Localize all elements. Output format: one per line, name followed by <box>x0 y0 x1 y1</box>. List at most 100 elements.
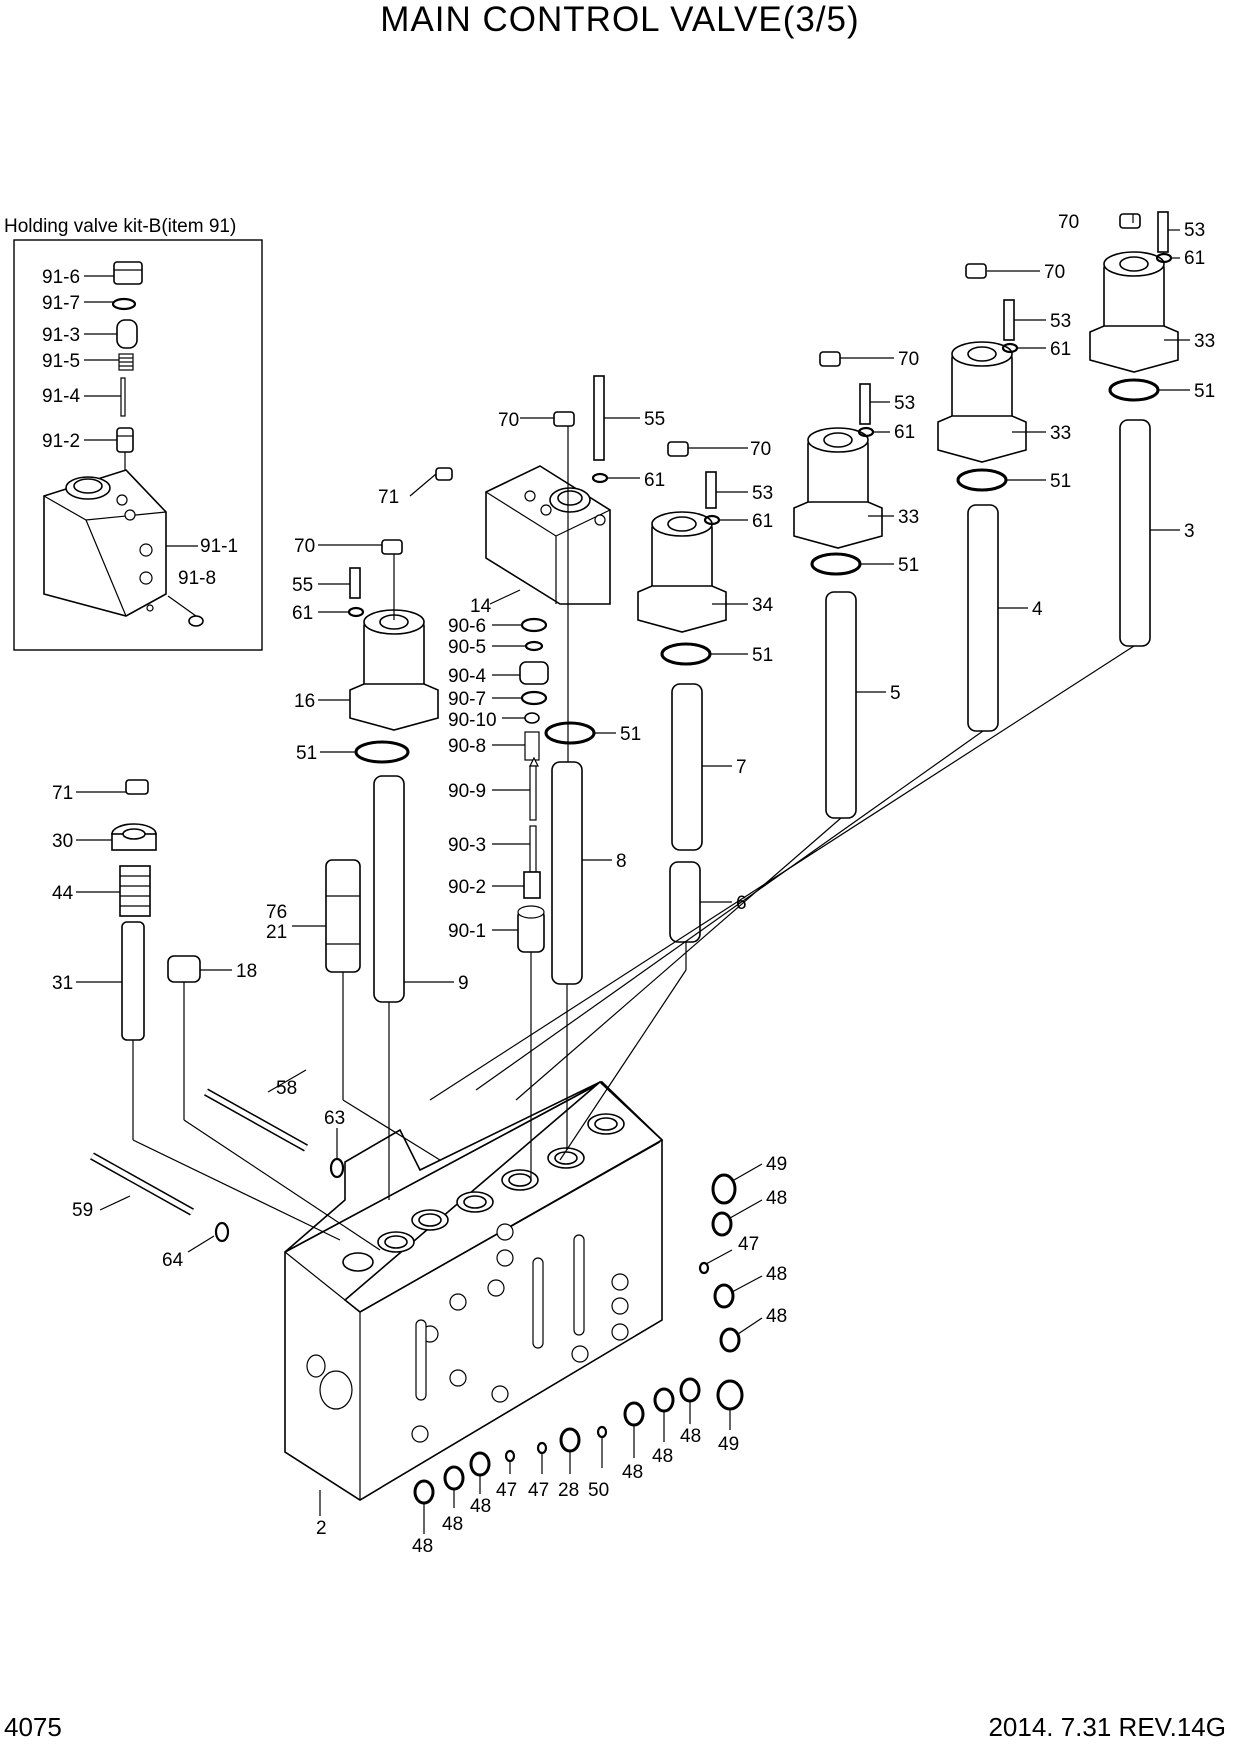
callout-33-c: 33 <box>898 507 919 528</box>
callout-47-c: 47 <box>496 1480 517 1501</box>
relief-valve-76-icon <box>325 859 361 973</box>
callout-70-d: 70 <box>750 439 771 460</box>
callout-31: 31 <box>52 973 73 994</box>
plug-18-icon <box>167 955 201 983</box>
holding-valve-block-icon <box>43 469 167 617</box>
callout-90-7: 90-7 <box>448 689 486 710</box>
callout-90-8: 90-8 <box>448 736 486 757</box>
callout-33-b: 33 <box>1050 423 1071 444</box>
callout-91-4: 91-4 <box>42 386 80 407</box>
spring-icon <box>118 353 134 371</box>
callout-61-e: 61 <box>644 470 665 491</box>
holding-valve-90-parts <box>517 617 549 953</box>
callout-70-c: 70 <box>898 349 919 370</box>
callout-51-e: 51 <box>620 724 641 745</box>
small-plug-icon <box>188 615 204 627</box>
callout-70-b: 70 <box>1044 262 1065 283</box>
callout-51-d: 51 <box>752 645 773 666</box>
callout-51-a: 51 <box>1194 381 1215 402</box>
spool-6-icon <box>669 861 701 943</box>
callout-48-g: 48 <box>470 1496 491 1517</box>
page-title: MAIN CONTROL VALVE(3/5) <box>380 0 860 39</box>
callout-90-2: 90-2 <box>448 877 486 898</box>
callout-48-e: 48 <box>652 1446 673 1467</box>
valve-body-icon <box>284 1080 664 1501</box>
callout-64: 64 <box>162 1250 184 1271</box>
spool-9-icon <box>373 775 405 1003</box>
callout-61-f: 61 <box>292 603 313 624</box>
kit-title: Holding valve kit-B(item 91) <box>4 216 236 237</box>
poppet-icon <box>116 319 138 349</box>
callout-18: 18 <box>236 961 257 982</box>
callout-90-9: 90-9 <box>448 781 486 802</box>
leader-lines <box>76 214 1190 1534</box>
pin-icon <box>120 377 126 417</box>
spool-7-icon <box>671 683 703 851</box>
callout-91-5: 91-5 <box>42 351 80 372</box>
callout-9: 9 <box>458 973 469 994</box>
spool-cap-33a-icon <box>793 427 883 549</box>
callout-70-e: 70 <box>498 410 519 431</box>
callout-48-h: 48 <box>442 1514 463 1535</box>
callout-90-1: 90-1 <box>448 921 486 942</box>
spool-cap-16-icon <box>349 609 439 731</box>
callout-90-3: 90-3 <box>448 835 486 856</box>
callout-91-6: 91-6 <box>42 267 80 288</box>
callout-16: 16 <box>294 691 315 712</box>
callout-47-a: 47 <box>738 1234 759 1255</box>
callout-2: 2 <box>316 1518 327 1539</box>
callout-labels: 90-6 90-5 90-4 90-7 90-10 90-8 90-9 90-3… <box>52 212 1215 1557</box>
callout-48-c: 48 <box>766 1306 787 1327</box>
callout-59: 59 <box>72 1200 93 1221</box>
holding-plug-icon <box>113 261 143 285</box>
callout-91-3: 91-3 <box>42 325 80 346</box>
callout-53-c: 53 <box>894 393 915 414</box>
callout-4: 4 <box>1032 599 1043 620</box>
callout-7: 7 <box>736 757 747 778</box>
callout-48-a: 48 <box>766 1188 787 1209</box>
washer-icons <box>347 252 1173 618</box>
callout-48-f: 48 <box>622 1462 643 1483</box>
tie-bolt-icons <box>90 1088 345 1243</box>
spool-3-icon <box>1119 419 1151 647</box>
callout-14: 14 <box>470 596 492 617</box>
plug-70-icons <box>125 213 1141 795</box>
spool-8-icon <box>551 761 583 985</box>
callout-47-b: 47 <box>528 1480 549 1501</box>
callout-50: 50 <box>588 1480 609 1501</box>
spool-icons <box>373 419 1151 1003</box>
callout-44: 44 <box>52 883 74 904</box>
callout-55-b: 55 <box>292 575 313 596</box>
callout-3: 3 <box>1184 521 1195 542</box>
plug-icon <box>116 427 134 453</box>
callout-6: 6 <box>736 893 747 914</box>
callout-91-1: 91-1 <box>200 536 238 557</box>
callout-51-b: 51 <box>1050 471 1071 492</box>
callout-91-2: 91-2 <box>42 431 80 452</box>
spring-44-icon <box>119 865 151 917</box>
page-number: 4075 <box>4 1712 62 1742</box>
callout-71-b: 71 <box>378 487 399 508</box>
callout-53-d: 53 <box>752 483 773 504</box>
callout-63: 63 <box>324 1108 345 1129</box>
port-seal-icons <box>413 1173 744 1505</box>
callout-90-5: 90-5 <box>448 637 486 658</box>
piston-31-icon <box>121 921 145 1041</box>
callout-48-d: 48 <box>680 1426 701 1447</box>
spool-5-icon <box>825 591 857 819</box>
callout-48-b: 48 <box>766 1264 787 1285</box>
callout-70-f: 70 <box>294 536 315 557</box>
spool-cap-33b-icon <box>937 341 1027 463</box>
callout-8: 8 <box>616 851 627 872</box>
spool-cap-33c-icon <box>1089 251 1179 373</box>
callout-71-a: 71 <box>52 783 73 804</box>
left-relief-parts <box>111 823 361 1041</box>
callout-70-a: 70 <box>1058 212 1079 233</box>
callout-90-10: 90-10 <box>448 710 497 731</box>
revision-stamp: 2014. 7.31 REV.14G <box>988 1712 1226 1742</box>
callout-53-a: 53 <box>1184 220 1205 241</box>
callout-49-b: 49 <box>718 1434 739 1455</box>
callout-90-6: 90-6 <box>448 616 486 637</box>
spool-cap-34-icon <box>637 511 727 633</box>
